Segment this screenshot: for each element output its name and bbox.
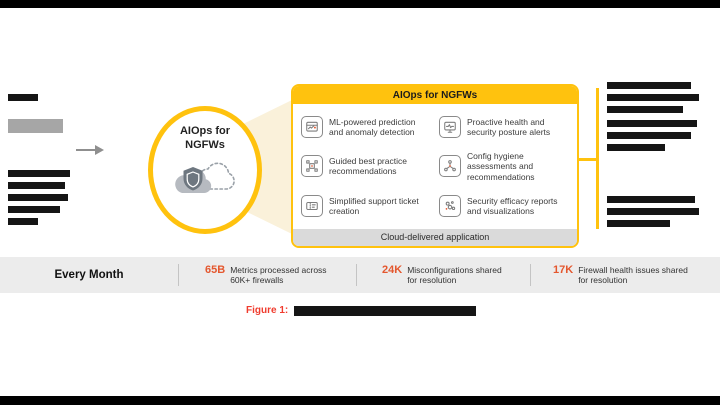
redacted-text-line xyxy=(8,94,38,101)
stat-firewall-health: 17K Firewall health issues shared for re… xyxy=(553,264,690,286)
redacted-text-line xyxy=(607,94,699,101)
redacted-text-line xyxy=(607,144,665,151)
hub-label-line2: NGFWs xyxy=(185,138,225,151)
right-redacted-paragraph xyxy=(607,82,707,118)
hub-label-line1: AIOps for xyxy=(179,125,231,137)
redacted-caption-text xyxy=(294,305,477,316)
left-redacted-paragraph xyxy=(8,170,78,230)
figure-label: Figure 1: xyxy=(246,305,289,316)
feature-item: Simplified support ticket creation xyxy=(301,195,431,218)
divider xyxy=(530,264,531,286)
divider xyxy=(178,264,179,286)
support-ticket-icon xyxy=(301,195,323,218)
feature-item: Security efficacy reports and visualizat… xyxy=(439,195,569,218)
aiops-feature-panel: AIOps for NGFWs ML-powered prediction an… xyxy=(291,84,579,248)
panel-feature-grid: ML-powered prediction and anomaly detect… xyxy=(293,104,577,229)
redacted-text-line xyxy=(607,196,695,203)
stat-misconfigurations: 24K Misconfigurations shared for resolut… xyxy=(382,264,507,286)
right-redacted-paragraph xyxy=(607,196,707,232)
feature-item: ML-powered prediction and anomaly detect… xyxy=(301,115,431,138)
config-hygiene-icon xyxy=(439,155,461,178)
divider xyxy=(356,264,357,286)
feature-label: Guided best practice recommendations xyxy=(329,156,407,177)
stat-metrics-processed: 65B Metrics processed across 60K+ firewa… xyxy=(205,264,335,286)
redacted-text-line xyxy=(607,220,670,227)
stat-value: 17K xyxy=(553,264,574,276)
redacted-gray-label xyxy=(8,119,63,133)
stats-band: Every Month 65B Metrics processed across… xyxy=(0,257,720,293)
right-arrow-icon xyxy=(76,145,106,155)
feature-item: Config hygiene assessments and recommend… xyxy=(439,151,569,182)
ml-prediction-icon xyxy=(301,115,323,138)
redacted-text-line xyxy=(8,170,70,177)
figure-caption: Figure 1: xyxy=(246,305,477,316)
right-redacted-paragraph xyxy=(607,120,707,156)
feature-label: ML-powered prediction and anomaly detect… xyxy=(329,116,416,137)
panel-footer-label: Cloud-delivered application xyxy=(293,229,577,246)
redacted-text-line xyxy=(8,182,65,189)
efficacy-reports-icon xyxy=(439,195,461,218)
stat-value: 24K xyxy=(382,264,403,276)
feature-item: Guided best practice recommendations xyxy=(301,155,431,178)
best-practice-icon xyxy=(301,155,323,178)
stat-description: Firewall health issues shared for resolu… xyxy=(578,265,688,285)
aiops-hub-circle: AIOps for NGFWs xyxy=(148,106,262,234)
bottom-letterbox-bar xyxy=(0,396,720,405)
redacted-text-line xyxy=(607,208,699,215)
period-label: Every Month xyxy=(54,269,124,281)
redacted-text-line xyxy=(607,132,691,139)
redacted-text-line xyxy=(8,194,68,201)
stat-value: 65B xyxy=(205,264,226,276)
redacted-text-line xyxy=(8,206,60,213)
stat-description: Metrics processed across 60K+ firewalls xyxy=(230,265,327,285)
feature-label: Config hygiene assessments and recommend… xyxy=(467,151,535,182)
bracket-connector xyxy=(578,158,597,161)
stat-description: Misconfigurations shared for resolution xyxy=(407,265,502,285)
redacted-text-line xyxy=(607,106,683,113)
hub-label: AIOps for NGFWs xyxy=(180,125,230,153)
feature-label: Security efficacy reports and visualizat… xyxy=(467,196,558,217)
feature-label: Proactive health and security posture al… xyxy=(467,116,551,137)
top-letterbox-bar xyxy=(0,0,720,8)
feature-item: Proactive health and security posture al… xyxy=(439,115,569,138)
panel-title: AIOps for NGFWs xyxy=(293,86,577,104)
bracket-line xyxy=(596,88,599,229)
feature-label: Simplified support ticket creation xyxy=(329,196,419,217)
redacted-text-line xyxy=(607,120,697,127)
redacted-text-line xyxy=(607,82,691,89)
redacted-text-line xyxy=(8,218,38,225)
health-posture-icon xyxy=(439,115,461,138)
shield-cloud-icon xyxy=(170,155,240,206)
